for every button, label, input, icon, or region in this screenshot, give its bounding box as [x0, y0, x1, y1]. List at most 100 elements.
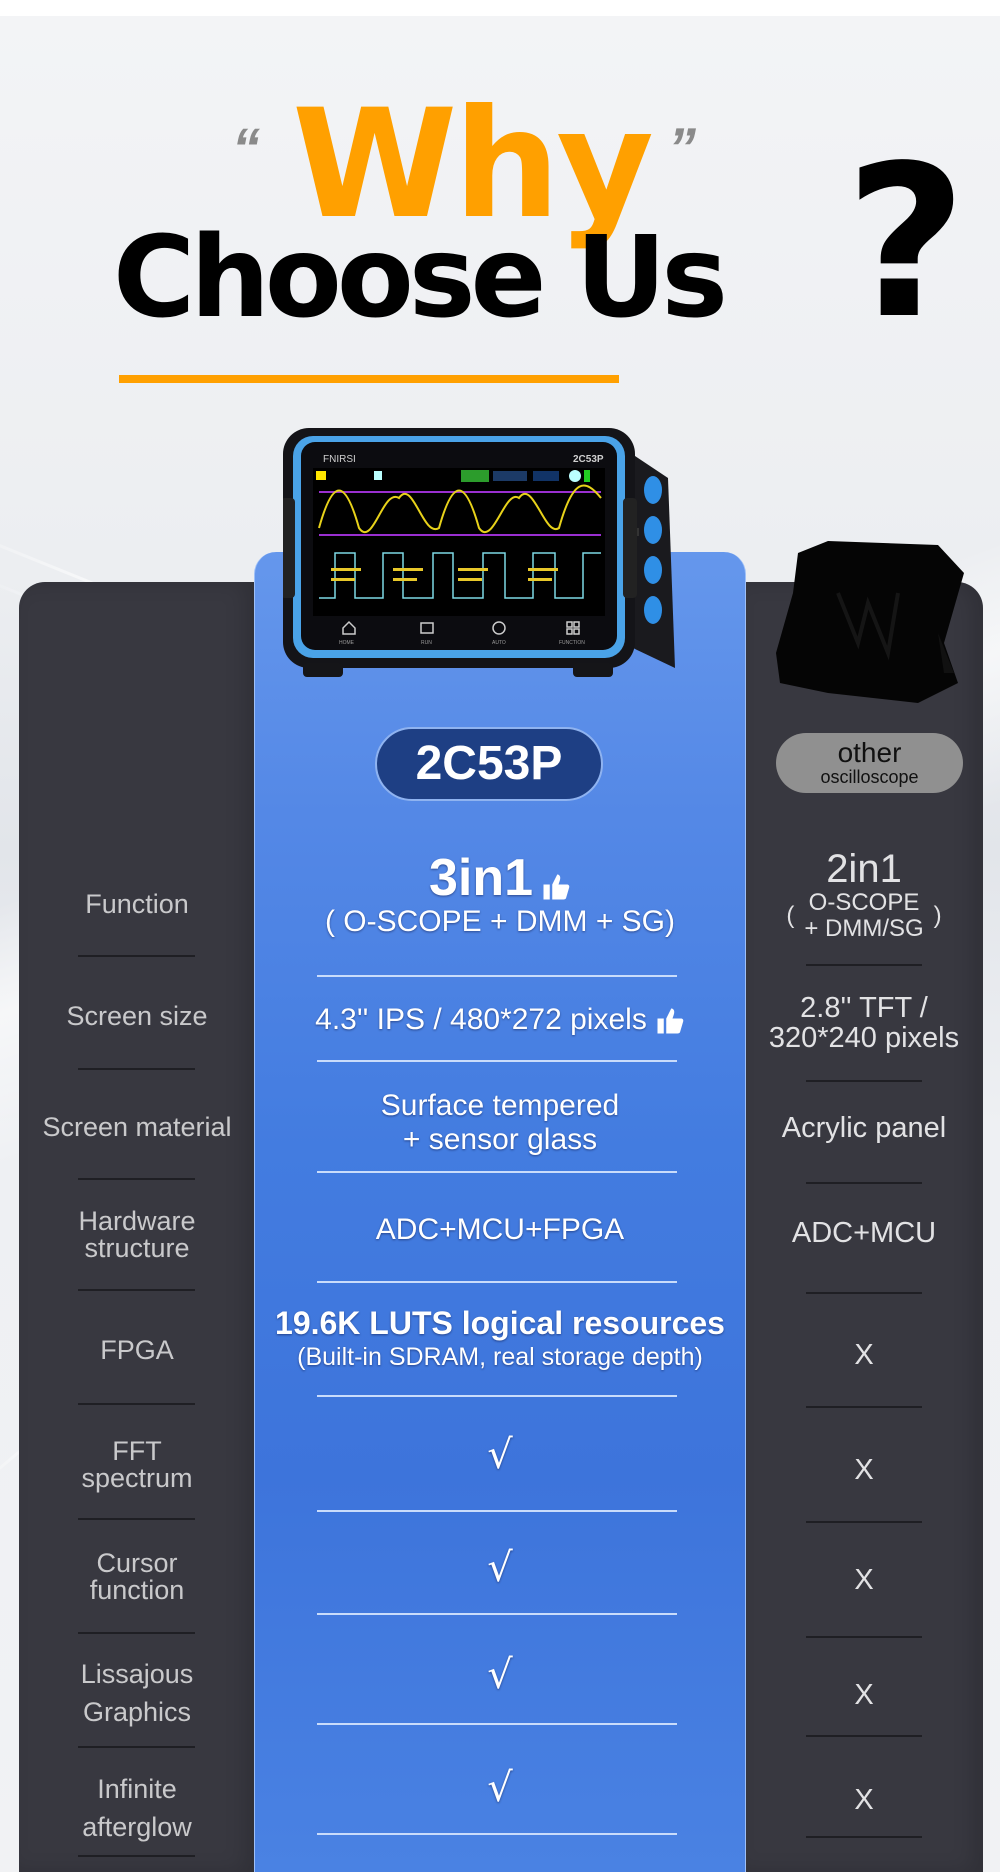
row-divider [806, 1521, 922, 1523]
row-divider [317, 1281, 677, 1283]
row-label-hardware-structure: Hardware structure [19, 1185, 255, 1285]
label-text-line2: structure [84, 1233, 190, 1263]
ours-screen-size-text: 4.3'' IPS / 480*272 pixels [315, 1003, 647, 1036]
check-mark-icon: √ [487, 1765, 513, 1811]
row-divider [78, 1068, 195, 1070]
row-other-cursor-function: X [745, 1525, 983, 1635]
row-divider [317, 1613, 677, 1615]
heading-question-mark: ? [845, 120, 967, 365]
feature-label-column [19, 582, 255, 1872]
cross-mark: X [854, 1679, 874, 1711]
row-label-cursor-function: Cursor function [19, 1522, 255, 1632]
ours-screen-material-line1: Surface tempered [380, 1088, 620, 1122]
row-ours-cursor-function: √ [254, 1518, 746, 1618]
paren-close: ) [933, 902, 942, 929]
row-other-lissajous-graphics: X [745, 1640, 983, 1750]
row-divider [317, 975, 677, 977]
row-divider [317, 1060, 677, 1062]
other-screen-material-text: Acrylic panel [781, 1111, 947, 1144]
row-divider [78, 1855, 195, 1857]
close-quote: ” [668, 116, 696, 179]
row-other-screen-size: 2.8'' TFT / 320*240 pixels [745, 965, 983, 1080]
row-ours-screen-size: 4.3'' IPS / 480*272 pixels [254, 975, 746, 1065]
other-function-sub2: + DMM/SG [804, 915, 924, 942]
cross-mark: X [854, 1454, 874, 1486]
other-oscilloscope-column [745, 582, 983, 1872]
heading-choose-us: Choose Us [113, 213, 728, 343]
row-ours-lissajous-graphics: √ [254, 1620, 746, 1730]
row-ours-screen-material: Surface tempered + sensor glass [254, 1075, 746, 1170]
paren-open: ( [786, 902, 795, 929]
row-divider [317, 1171, 677, 1173]
row-label-screen-material: Screen material [19, 1085, 255, 1170]
row-ours-infinite-afterglow: √ [254, 1738, 746, 1838]
label-text-line2: Graphics [82, 1696, 192, 1727]
check-mark-icon: √ [487, 1545, 513, 1591]
cross-mark: X [854, 1784, 874, 1816]
other-function-sub1: O-SCOPE [808, 889, 920, 916]
other-oscilloscope-image [776, 541, 964, 703]
cross-mark: X [854, 1339, 874, 1371]
row-divider [78, 1289, 195, 1291]
row-other-function: 2in1 ( O-SCOPE + DMM/SG ) [745, 840, 983, 950]
label-text-line2: afterglow [82, 1811, 192, 1842]
label-text: Screen material [42, 1112, 232, 1142]
ours-screen-material-line2: + sensor glass [402, 1122, 598, 1156]
heading-why: Why [292, 78, 654, 252]
row-ours-function: 3in1 ( O-SCOPE + DMM + SG) [254, 840, 746, 950]
row-label-function: Function [19, 860, 255, 948]
svg-text:2C53P: 2C53P [573, 454, 604, 465]
2c53p-model-badge: 2C53P [375, 727, 603, 801]
row-divider [806, 1080, 922, 1082]
row-other-screen-material: Acrylic panel [745, 1085, 983, 1170]
row-divider [78, 955, 195, 957]
label-text: Screen size [66, 1000, 208, 1031]
svg-text:FUNCTION: FUNCTION [559, 640, 585, 646]
open-quote: “ [232, 116, 260, 179]
ours-function-sub: ( O-SCOPE + DMM + SG) [324, 905, 676, 938]
ours-hardware-text: ADC+MCU+FPGA [375, 1213, 625, 1246]
thumbs-up-icon [657, 1008, 684, 1034]
row-other-fft-spectrum: X [745, 1415, 983, 1525]
other-screen-size-line2: 320*240 pixels [768, 1021, 960, 1054]
row-divider [317, 1395, 677, 1397]
other-badge-line1: other [837, 737, 902, 768]
label-text-line1: Cursor [96, 1548, 178, 1578]
row-divider [78, 1178, 195, 1180]
row-divider [806, 1735, 922, 1737]
row-divider [317, 1723, 677, 1725]
row-divider [317, 1833, 677, 1835]
label-text: FPGA [100, 1334, 174, 1365]
row-divider [78, 1632, 195, 1634]
svg-text:RUN: RUN [421, 640, 432, 646]
row-divider [806, 1406, 922, 1408]
label-text-line1: FFT [112, 1436, 162, 1466]
other-badge-line2: oscilloscope [820, 767, 919, 787]
label-text-line1: Hardware [78, 1206, 196, 1236]
row-other-hardware-structure: ADC+MCU [745, 1185, 983, 1280]
svg-text:AUTO: AUTO [492, 640, 506, 646]
ours-function-title: 3in1 [428, 849, 534, 907]
label-text-line2: spectrum [81, 1463, 193, 1493]
row-divider [806, 1836, 922, 1838]
row-divider [317, 1510, 677, 1512]
row-ours-fft-spectrum: √ [254, 1400, 746, 1510]
other-function-title: 2in1 [826, 847, 902, 891]
row-divider [78, 1518, 195, 1520]
svg-text:HOME: HOME [339, 640, 355, 646]
check-mark-icon: √ [487, 1652, 513, 1698]
thumbs-up-icon [543, 874, 570, 900]
row-divider [806, 1636, 922, 1638]
row-label-infinite-afterglow: Infinite afterglow [19, 1750, 255, 1865]
label-text: Function [85, 888, 189, 919]
row-label-screen-size: Screen size [19, 972, 255, 1060]
row-other-infinite-afterglow: X [745, 1745, 983, 1855]
row-divider [806, 964, 922, 966]
row-label-lissajous-graphics: Lissajous Graphics [19, 1635, 255, 1750]
row-divider [78, 1403, 195, 1405]
svg-text:FNIRSI: FNIRSI [323, 454, 356, 465]
heading-underline [119, 375, 619, 383]
row-divider [806, 1182, 922, 1184]
other-oscilloscope-badge: other oscilloscope [776, 733, 963, 793]
label-text-line1: Lissajous [80, 1658, 194, 1689]
